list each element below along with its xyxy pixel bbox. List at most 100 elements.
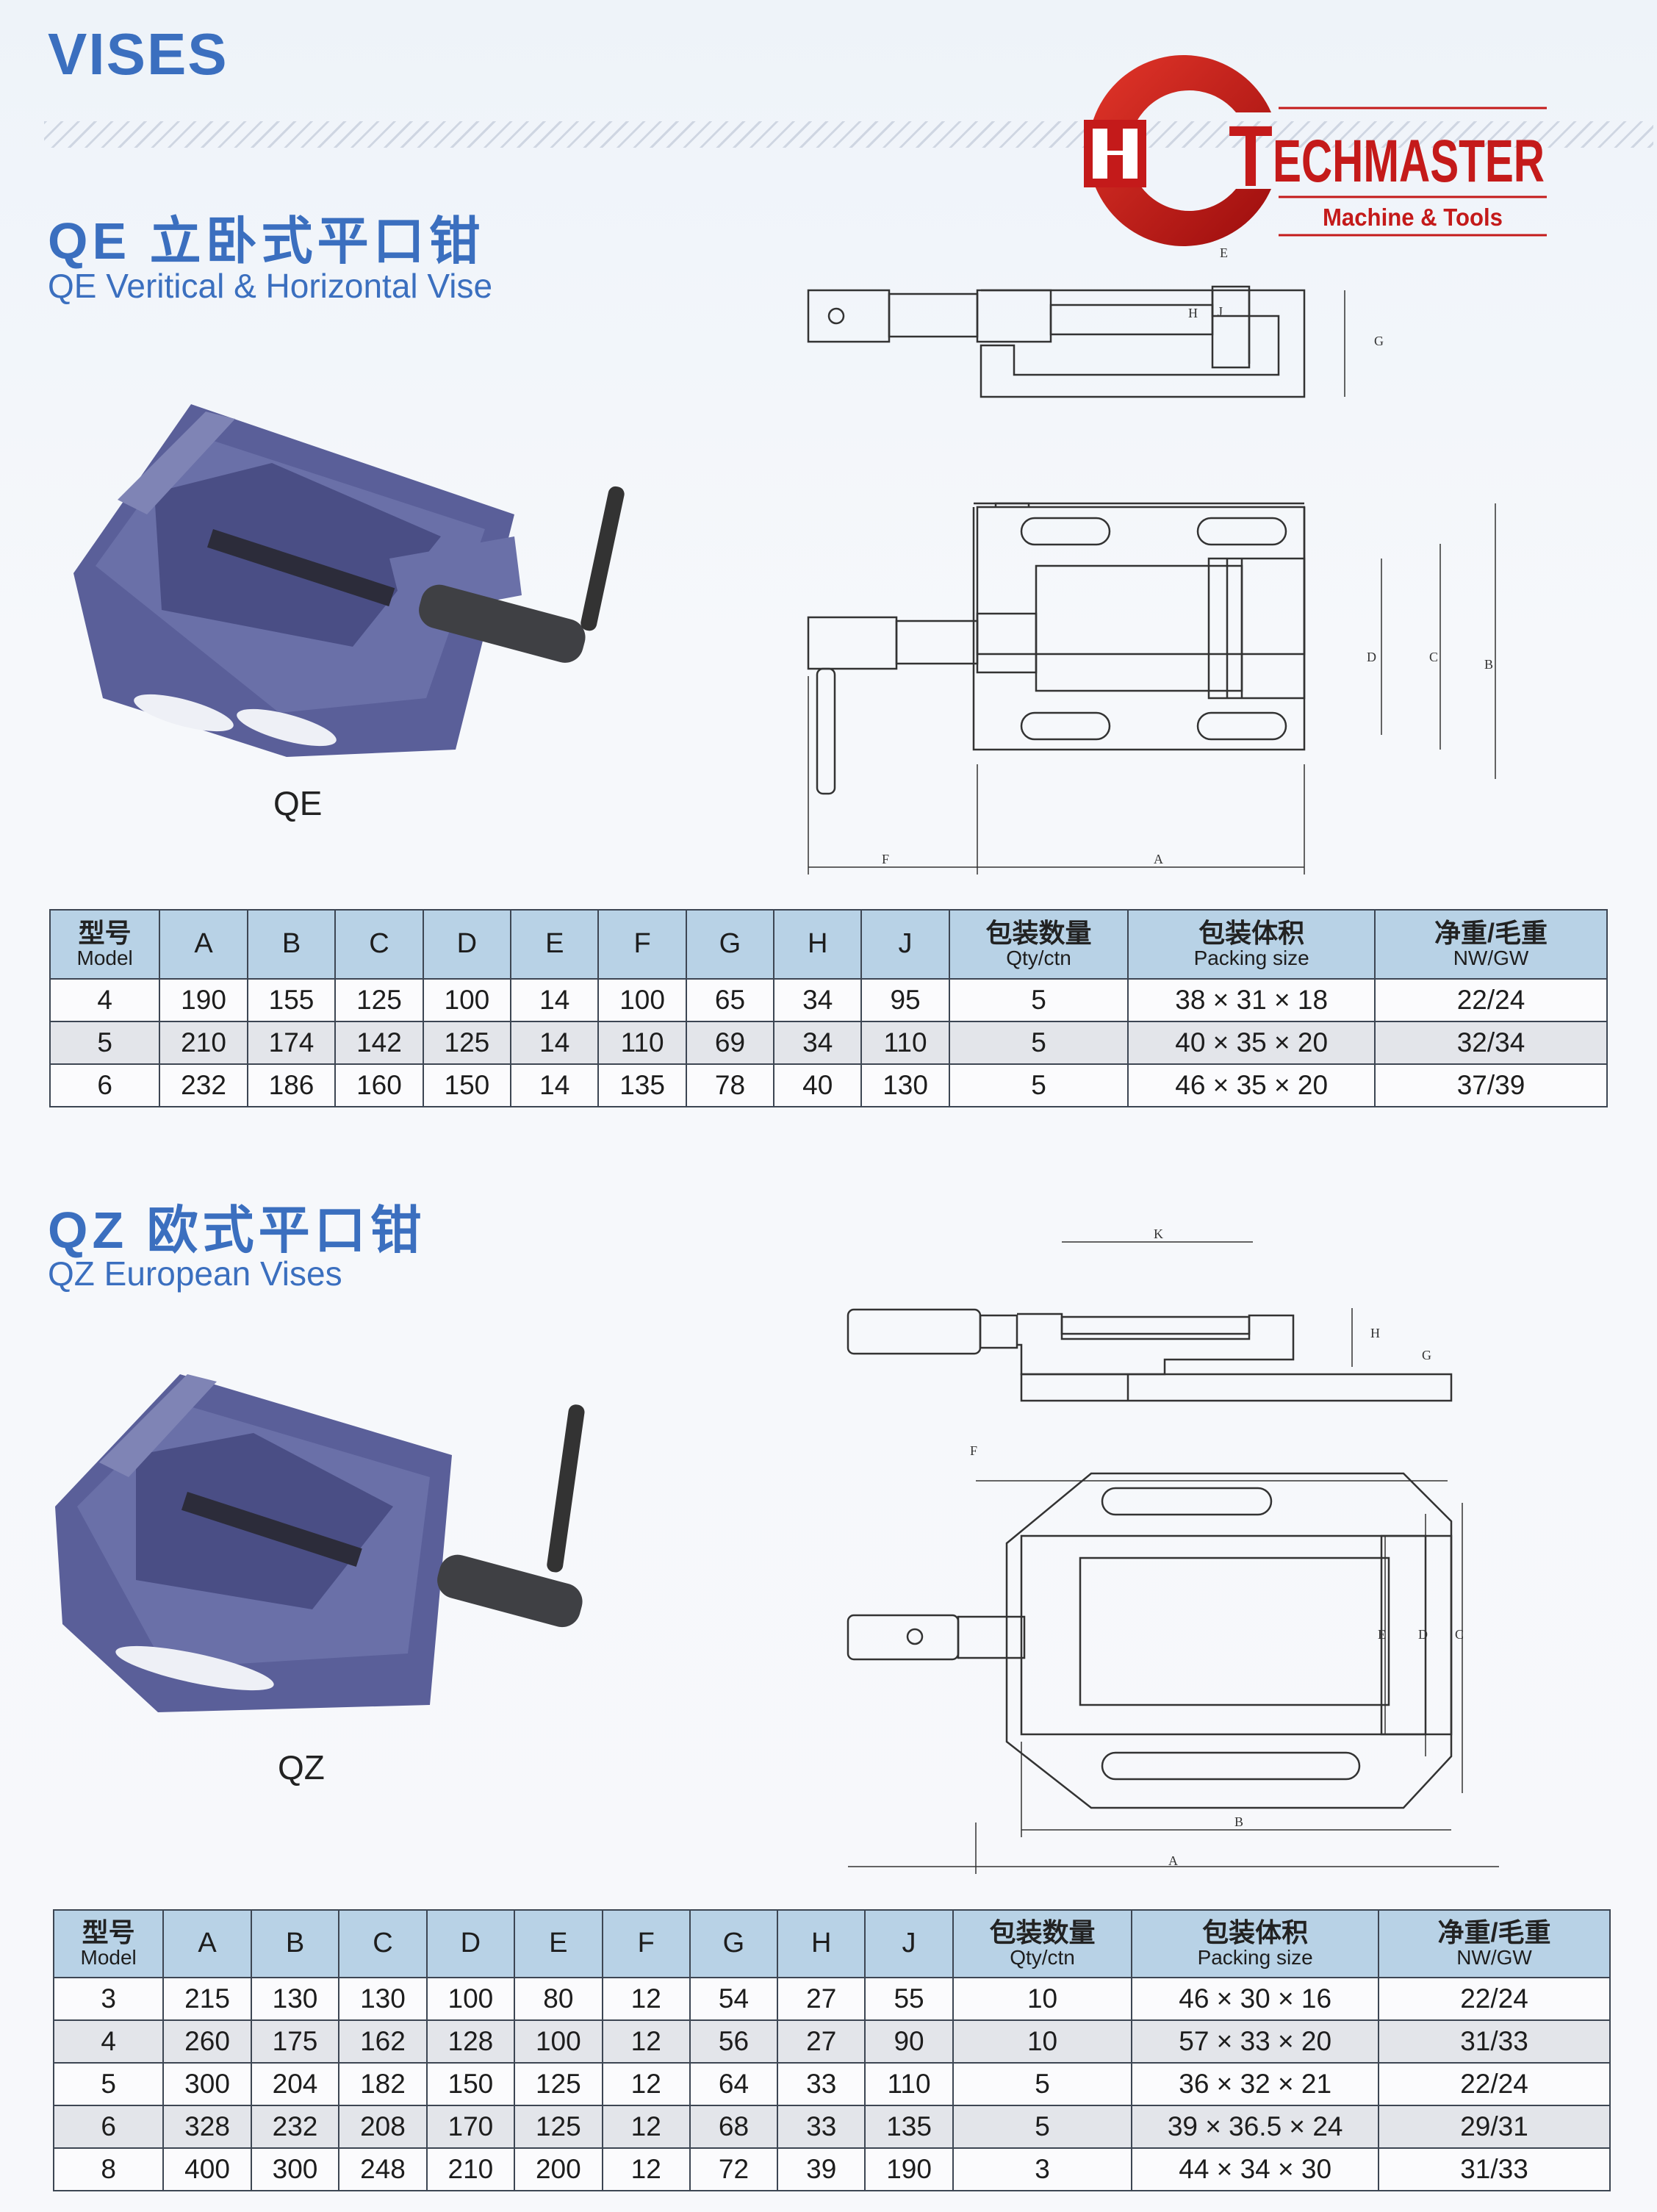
table-cell: 204 [250,2062,340,2106]
table-cell: 36 × 32 × 21 [1131,2062,1380,2106]
table-cell: 300 [250,2147,340,2191]
table-cell: 110 [597,1021,687,1065]
table-cell: 8 [52,2147,165,2191]
svg-text:H: H [1370,1326,1380,1340]
table-cell: 128 [425,2019,516,2064]
table-cell: 14 [510,978,600,1022]
table-cell: 142 [334,1021,424,1065]
table-cell: 22/24 [1374,978,1608,1022]
qe-photo-label: QE [273,784,323,822]
table-cell: 5 [48,1021,161,1065]
svg-text:Machine & Tools: Machine & Tools [1323,204,1503,231]
svg-text:F: F [970,1443,977,1458]
qz-subtitle: QZ European Vises [48,1254,342,1293]
table-cell: 39 × 36.5 × 24 [1131,2105,1380,2149]
table-cell: 208 [338,2105,428,2149]
table-cell: 69 [685,1021,775,1065]
table-cell: 170 [425,2105,516,2149]
table-cell: 22/24 [1378,1977,1611,2021]
qe-title: QE 立卧式平口钳 [48,212,485,270]
table-cell: 135 [864,2105,954,2149]
table-cell: 125 [514,2062,603,2106]
table-cell: 3 [952,2147,1133,2191]
table-cell: 190 [159,978,248,1022]
table-cell: 6 [52,2105,165,2149]
qz-vise-photo [48,1360,628,1720]
table-cell: 125 [334,978,424,1022]
table-cell: 38 × 31 × 18 [1127,978,1376,1022]
table-cell: 4 [48,978,161,1022]
column-header-c: C [334,909,424,980]
table-cell: 56 [689,2019,779,2064]
table-cell: 100 [514,2019,603,2064]
column-header-j: J [864,1909,954,1978]
table-cell: 260 [162,2019,252,2064]
svg-text:A: A [1154,852,1163,866]
table-cell: 14 [510,1063,600,1107]
table-cell: 40 × 35 × 20 [1127,1021,1376,1065]
table-cell: 33 [777,2062,866,2106]
table-cell: 100 [422,978,512,1022]
table-cell: 125 [514,2105,603,2149]
table-cell: 40 [773,1063,863,1107]
table-cell: 150 [425,2062,516,2106]
table-cell: 80 [514,1977,603,2021]
table-cell: 5 [952,2062,1133,2106]
table-cell: 29/31 [1378,2105,1611,2149]
dim-label-g: G [1374,334,1384,348]
table-cell: 160 [334,1063,424,1107]
table-cell: 162 [338,2019,428,2064]
table-cell: 31/33 [1378,2019,1611,2064]
svg-text:K: K [1154,1227,1163,1241]
table-cell: 34 [773,1021,863,1065]
column-header-h: H [773,909,863,980]
table-cell: 33 [777,2105,866,2149]
table-cell: 12 [601,2062,691,2106]
table-cell: 55 [864,1977,954,2021]
qe-subtitle: QE Veritical & Horizontal Vise [48,267,493,305]
table-cell: 12 [601,1977,691,2021]
table-cell: 12 [601,2105,691,2149]
column-header-b: B [250,1909,340,1978]
table-cell: 68 [689,2105,779,2149]
column-header-g: G [685,909,775,980]
column-header-g: G [689,1909,779,1978]
table-cell: 54 [689,1977,779,2021]
table-cell: 300 [162,2062,252,2106]
svg-text:ECHMASTER: ECHMASTER [1273,128,1545,195]
table-cell: 65 [685,978,775,1022]
table-cell: 78 [685,1063,775,1107]
table-cell: 190 [864,2147,954,2191]
svg-text:A: A [1168,1853,1178,1868]
table-cell: 64 [689,2062,779,2106]
column-header-f: F [597,909,687,980]
column-header-b: B [246,909,337,980]
svg-text:H: H [1188,306,1198,320]
qe-vise-photo [44,389,661,764]
table-cell: 150 [422,1063,512,1107]
table-cell: 31/33 [1378,2147,1611,2191]
table-cell: 46 × 35 × 20 [1127,1063,1376,1107]
table-cell: 12 [601,2147,691,2191]
table-cell: 174 [246,1021,337,1065]
column-header-c: C [338,1909,428,1978]
table-cell: 328 [162,2105,252,2149]
hatched-divider [44,121,1653,148]
table-cell: 210 [159,1021,248,1065]
table-cell: 44 × 34 × 30 [1131,2147,1380,2191]
table-cell: 5 [952,2105,1133,2149]
table-cell: 10 [952,1977,1133,2021]
